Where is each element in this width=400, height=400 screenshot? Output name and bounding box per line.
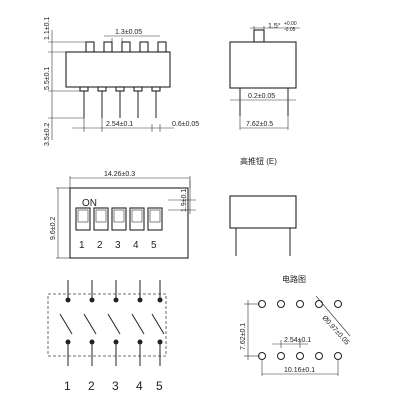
switch-num-5: 5 <box>151 240 157 251</box>
circuit-num-4: 4 <box>136 379 143 393</box>
switch-window-5 <box>147 207 163 231</box>
circuit-switch-3 <box>107 280 121 366</box>
dim-left-pin: 3.5±0.2 <box>44 123 51 146</box>
circuit-outline <box>47 293 167 357</box>
front-cap-2 <box>103 41 113 53</box>
circuit-num-2: 2 <box>88 379 95 393</box>
front-cap-3 <box>121 41 131 53</box>
pcb-hole-bottom-5 <box>334 352 342 360</box>
side-actuator <box>253 29 265 43</box>
switch-slider-2 <box>95 209 107 223</box>
dim-side-top-sub: -0.05 <box>284 27 296 33</box>
switch-num-4: 4 <box>133 240 139 251</box>
circuit-diagram: 1 2 3 4 5 <box>47 280 167 393</box>
pcb-hole-top-5 <box>334 300 342 308</box>
circuit-switch-5 <box>151 280 165 366</box>
pcb-hole-bottom-3 <box>296 352 304 360</box>
dim-side-top-sup: +0.00 <box>284 21 297 27</box>
dim-side-top: 1.5° <box>268 22 281 30</box>
circuit-switch-4 <box>131 280 145 366</box>
front-cap-1 <box>85 41 95 53</box>
dim-top-width: 14.26±0.3 <box>104 171 135 178</box>
front-cap-4 <box>139 41 149 53</box>
side-e-body <box>229 195 297 229</box>
pcb-hole-top-4 <box>315 300 323 308</box>
front-shoulder-4 <box>133 86 143 92</box>
circuit-switch-2 <box>83 280 97 366</box>
pcb-layout: 7.62±0.1 Ø0.97±0.05 2.54±0.1 10.16±0.1 <box>240 295 350 376</box>
top-view: 14.26±0.3 9.6±0.2 ON 1 2 3 4 5 1.9±0.1 <box>50 171 196 259</box>
circuit-num-1: 1 <box>64 379 71 393</box>
switch-window-3 <box>111 207 127 231</box>
front-body <box>65 51 171 88</box>
switch-num-2: 2 <box>97 240 103 251</box>
dim-top-height: 9.6±0.2 <box>50 217 57 240</box>
pcb-hole-top-2 <box>277 300 285 308</box>
pcb-hole-bottom-2 <box>277 352 285 360</box>
circuit-title: 电路图 <box>282 274 306 284</box>
on-label: ON <box>82 198 97 209</box>
model-e-label: 高推钮 (E) <box>240 156 277 166</box>
dim-pcb-pitch: 2.54±0.1 <box>284 337 311 344</box>
dim-left-body: 5.5±0.1 <box>44 67 51 90</box>
side-body <box>229 41 297 89</box>
switch-num-3: 3 <box>115 240 121 251</box>
dim-bottom-pitch: 2.54±0.1 <box>106 121 133 128</box>
switch-slider-5 <box>149 209 161 223</box>
front-view: 1.3±0.05 1.1±0.1 5.5±0.1 3.5±0.2 2.54±0.… <box>44 17 199 146</box>
front-shoulder-5 <box>151 86 161 92</box>
circuit-num-3: 3 <box>112 379 119 393</box>
dim-side-thick: 0.2±0.05 <box>248 93 275 100</box>
switch-slider-4 <box>131 209 143 223</box>
front-shoulder-3 <box>115 86 125 92</box>
front-shoulder-1 <box>79 86 89 92</box>
front-cap-5 <box>157 41 167 53</box>
switch-window-2 <box>93 207 109 231</box>
switch-window-1 <box>75 207 91 231</box>
dim-top-small: 1.9±0.1 <box>181 189 188 212</box>
side-view: 1.5° +0.00 -0.05 0.2±0.05 7.62±0.5 <box>229 21 300 130</box>
dim-left-top: 1.1±0.1 <box>44 17 51 40</box>
side-view-e <box>229 195 297 256</box>
switch-window-4 <box>129 207 145 231</box>
pcb-hole-bottom-4 <box>315 352 323 360</box>
switch-slider-1 <box>77 209 89 223</box>
pcb-hole-top-3 <box>296 300 304 308</box>
switch-num-1: 1 <box>79 240 85 251</box>
dim-pcb-total: 10.16±0.1 <box>284 367 315 374</box>
front-shoulder-2 <box>97 86 107 92</box>
dim-bottom-pin: 0.6±0.05 <box>172 121 199 128</box>
dim-pitch-top: 1.3±0.05 <box>115 29 142 36</box>
switch-slider-3 <box>113 209 125 223</box>
circuit-num-5: 5 <box>156 379 163 393</box>
dim-pcb-vertical: 7.62±0.1 <box>240 323 247 350</box>
circuit-switch-1 <box>59 280 73 366</box>
dim-side-width: 7.62±0.5 <box>246 121 273 128</box>
